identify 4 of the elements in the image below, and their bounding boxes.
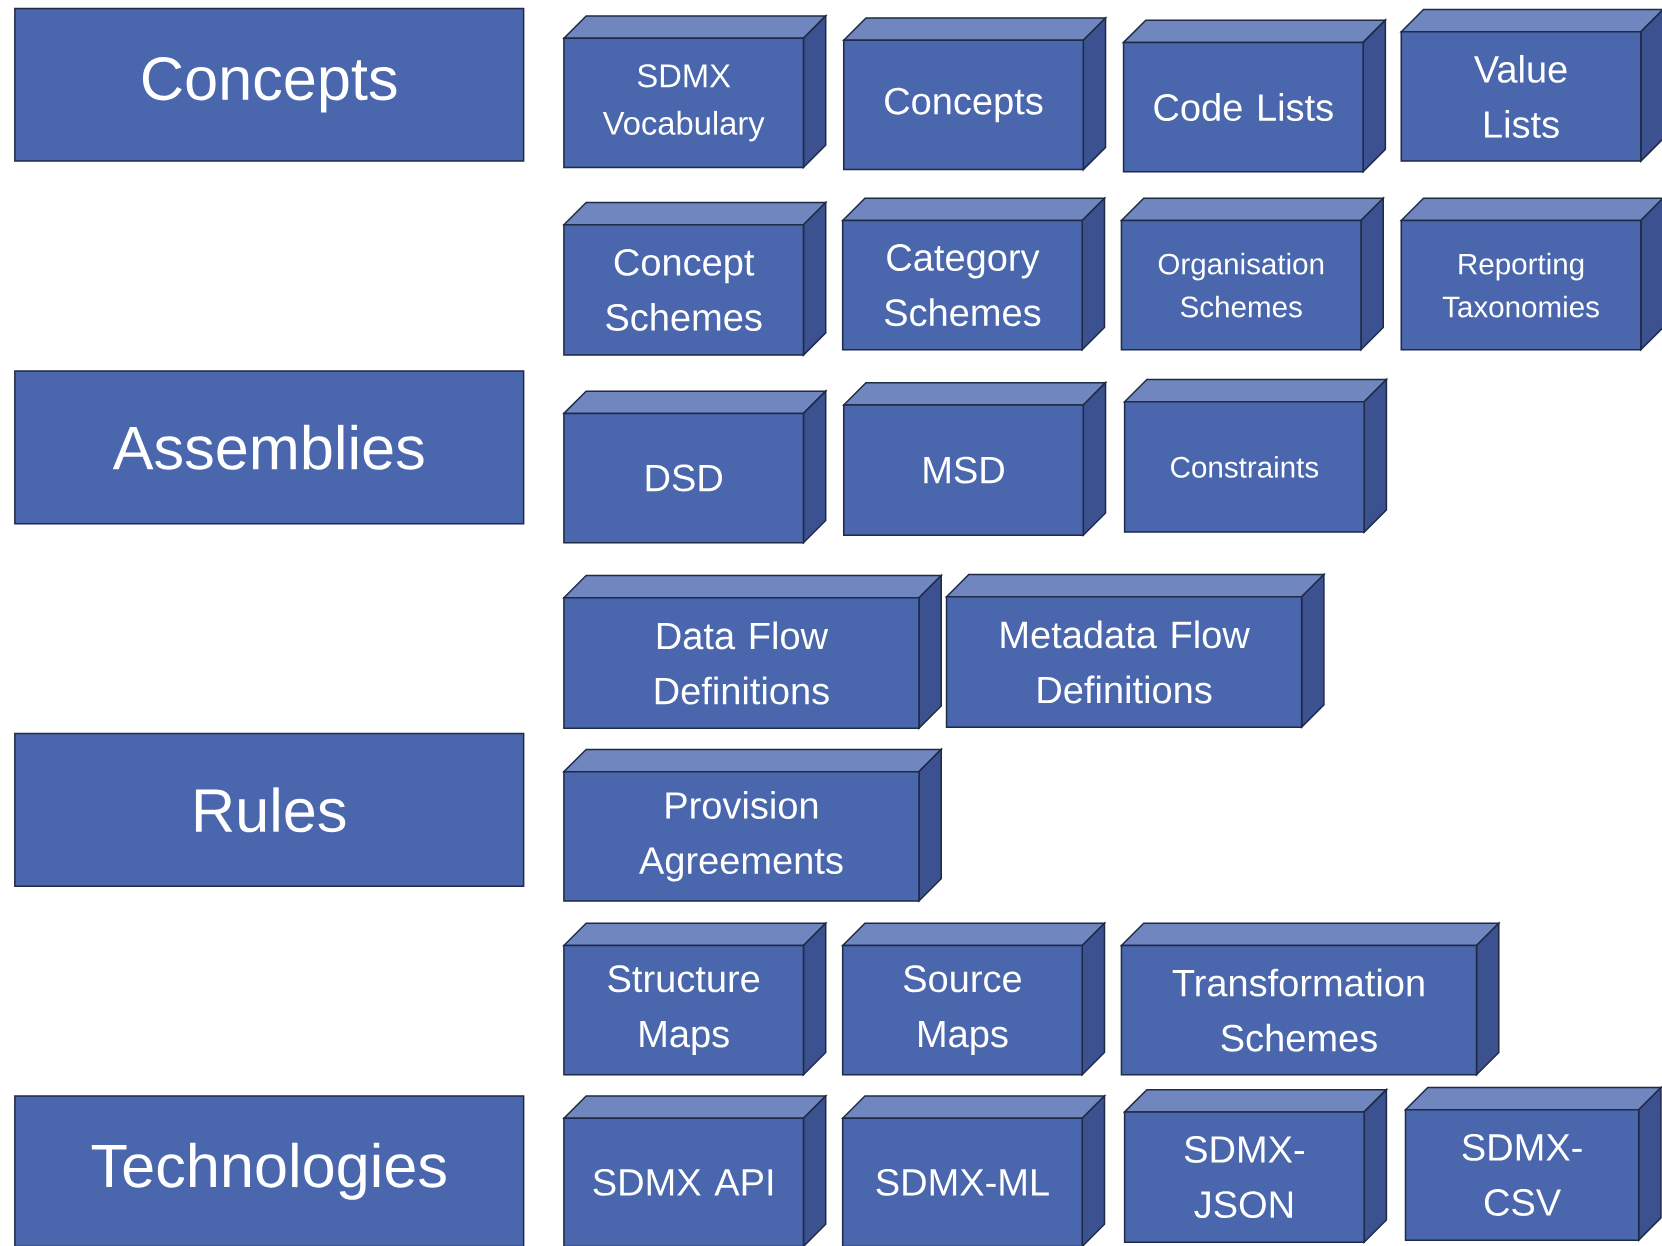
- category-box: Technologies: [14, 1095, 525, 1246]
- category-box: Concepts: [14, 7, 525, 162]
- category-box: Assemblies: [14, 370, 525, 525]
- category-box: Rules: [14, 732, 525, 887]
